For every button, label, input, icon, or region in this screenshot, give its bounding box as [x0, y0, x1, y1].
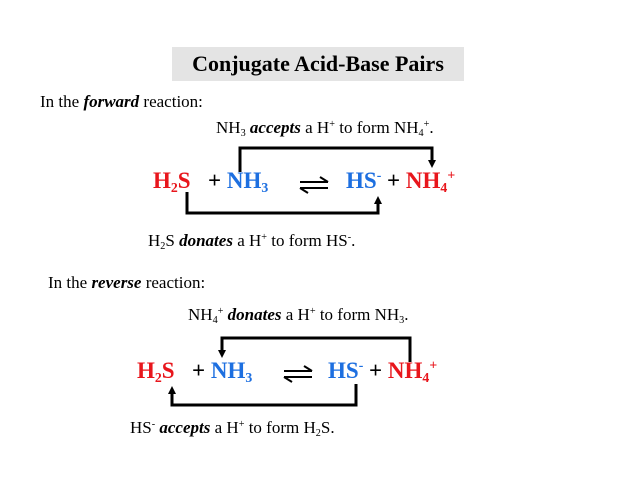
forward-equation: H2S [153, 168, 191, 196]
reverse-bottom-note: HS- accepts a H+ to form H2S. [130, 418, 335, 440]
reverse-donate-arrow [218, 336, 412, 362]
reverse-equation: H2S [137, 358, 175, 386]
conj-acid-nh4: NH4+ [405, 167, 456, 196]
forward-donate-arrow [185, 192, 382, 215]
base-nh3: NH3 [226, 168, 269, 196]
conj-base-hs: HS- [346, 167, 382, 193]
reverse-accept-arrow [168, 384, 358, 407]
equilibrium-arrow-reverse [283, 365, 313, 383]
reverse-intro: In the reverse reaction: [48, 273, 206, 292]
forward-top-note: NH3 accepts a H+ to form NH4+. [216, 118, 434, 140]
forward-intro: In the forward reaction: [40, 92, 203, 111]
reverse-top-note: NH4+ donates a H+ to form NH3. [188, 305, 409, 327]
acid-h2s: H2S [153, 168, 191, 196]
forward-bottom-note: H2S donates a H+ to form HS-. [148, 231, 356, 253]
equilibrium-arrow-forward [299, 176, 329, 194]
page-title: Conjugate Acid-Base Pairs [172, 47, 464, 81]
forward-accept-arrow [238, 146, 436, 172]
